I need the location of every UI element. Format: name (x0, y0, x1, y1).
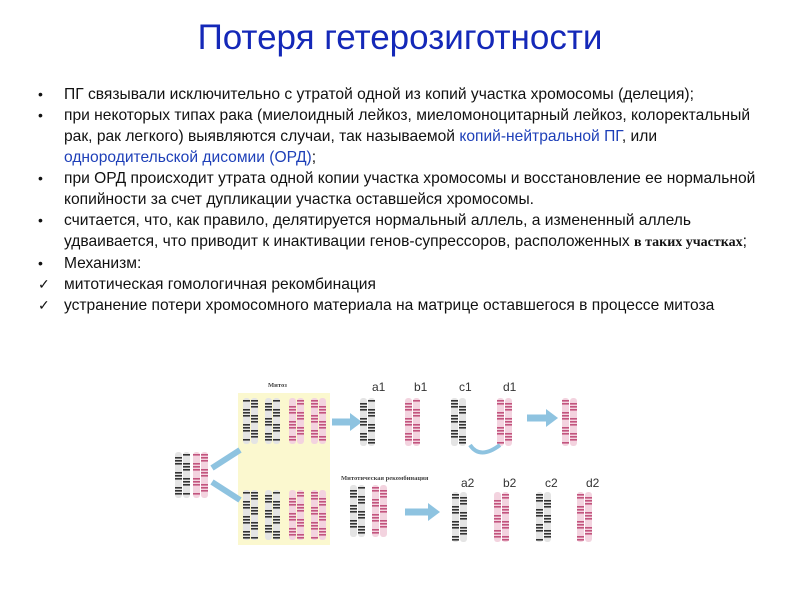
chromatid (201, 452, 208, 498)
arrow-icon (546, 409, 558, 427)
label-b1: b1 (414, 380, 428, 394)
chromatid (570, 398, 577, 446)
arrow-icon (210, 447, 242, 471)
chromatid (350, 485, 357, 537)
checkmark-icon: ✓ (38, 297, 50, 313)
bullet-item: • при некоторых типах рака (миелоидный ле… (38, 105, 758, 168)
chromatid (251, 490, 258, 540)
bullet-text: ; (742, 233, 747, 250)
chromatid (585, 492, 592, 542)
chromatid (544, 492, 551, 542)
bullet-icon: • (38, 255, 43, 271)
check-item: ✓ митотическая гомологичная рекомбинация (38, 274, 758, 295)
chromatid (502, 492, 509, 542)
chromatid (265, 490, 272, 540)
label-a2: a2 (461, 476, 475, 490)
term-highlight: копий-нейтральной ПГ (459, 128, 622, 145)
label-b2: b2 (503, 476, 517, 490)
bullet-icon: • (38, 107, 43, 123)
bullet-item: • ПГ связывали исключительно с утратой од… (38, 84, 758, 105)
chromatid (460, 492, 467, 542)
label-c2: c2 (545, 476, 558, 490)
chromatid (193, 452, 200, 498)
bullet-icon: • (38, 212, 43, 228)
arrow-icon (350, 413, 362, 431)
chromatid (536, 492, 543, 542)
chromatid (562, 398, 569, 446)
chromatid (577, 492, 584, 542)
chromatid (505, 398, 512, 446)
chromatid (497, 398, 504, 446)
chromatid (311, 398, 318, 444)
chromatid (289, 490, 296, 540)
chromatid (273, 398, 280, 444)
chromatid (297, 398, 304, 444)
chromatid (405, 398, 412, 446)
chromatid (183, 452, 190, 498)
term-highlight: однородительской дисомии (ОРД) (64, 149, 312, 166)
chromatid (494, 492, 501, 542)
bullet-text: в таких участках (634, 235, 743, 250)
check-item: ✓ устранение потери хромосомного материал… (38, 295, 758, 316)
arrow-icon (428, 503, 440, 521)
chromatid (319, 490, 326, 540)
chromatid (265, 398, 272, 444)
bullet-text: при ОРД происходит утрата одной копии уч… (64, 170, 756, 208)
label-d2: d2 (586, 476, 600, 490)
bullet-text: ПГ связывали исключительно с утратой одн… (64, 86, 694, 103)
bullet-text: , или (621, 128, 658, 145)
label-d1: d1 (503, 380, 517, 394)
slide-title: Потеря гетерозиготности (197, 18, 603, 57)
chromatid (243, 490, 250, 540)
bullet-text: ; (311, 149, 317, 166)
bullet-item: • Механизм: (38, 253, 758, 274)
recombination-caption: Митотическая рекомбинация (341, 475, 429, 482)
chromatid (273, 490, 280, 540)
bullet-icon: • (38, 170, 43, 186)
bullet-item: • при ОРД происходит утрата одной копии у… (38, 168, 758, 210)
chromatid (459, 398, 466, 446)
chromatid (452, 492, 459, 542)
label-c1: c1 (459, 380, 472, 394)
arrow-icon (210, 479, 242, 503)
chromatid (368, 398, 375, 446)
bullet-text: устранение потери хромосомного материала… (64, 297, 715, 314)
chromatid (175, 452, 182, 498)
chromatid (358, 485, 365, 537)
bullet-text: Механизм: (64, 255, 142, 272)
label-a1: a1 (372, 380, 386, 394)
chromatid (319, 398, 326, 444)
chromatid (243, 398, 250, 444)
bullet-icon: • (38, 86, 43, 102)
chromatid (289, 398, 296, 444)
chromatid (311, 490, 318, 540)
bullet-item: • считается, что, как правило, делятирует… (38, 210, 758, 253)
chromatid (297, 490, 304, 540)
chromatid (251, 398, 258, 444)
mitosis-caption: Митоз (268, 382, 287, 389)
chromatid (360, 398, 367, 446)
chromatid (380, 485, 387, 537)
checkmark-icon: ✓ (38, 276, 50, 292)
bullet-text: при некоторых типах рака (миелоидный лей… (64, 107, 751, 145)
bullet-list: • ПГ связывали исключительно с утратой од… (38, 84, 758, 316)
arrow-icon (468, 443, 502, 455)
bullet-text: митотическая гомологичная рекомбинация (64, 276, 376, 293)
chromatid (413, 398, 420, 446)
bullet-text: считается, что, как правило, делятируетс… (64, 212, 692, 250)
chromatid (372, 485, 379, 537)
chromatid (451, 398, 458, 446)
